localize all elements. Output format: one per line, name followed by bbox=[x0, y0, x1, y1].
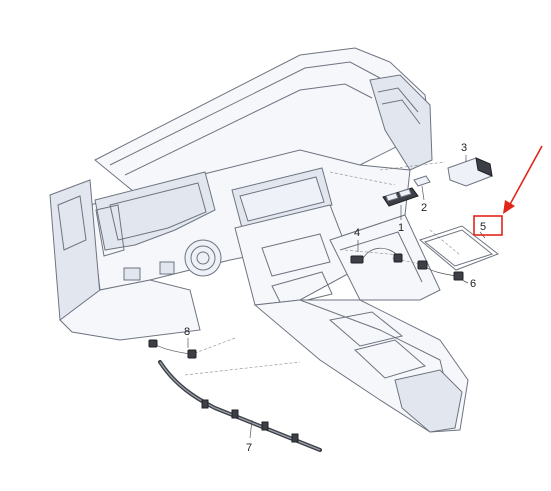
part-2-bracket[interactable] bbox=[413, 175, 431, 201]
callout-4: 4 bbox=[354, 227, 360, 239]
callout-3: 3 bbox=[461, 142, 467, 154]
callout-1: 1 bbox=[398, 222, 404, 234]
callout-2: 2 bbox=[421, 202, 427, 214]
red-pointer-arrow bbox=[503, 145, 543, 214]
callout-6: 6 bbox=[470, 278, 476, 290]
part-8-short-lead[interactable] bbox=[148, 338, 197, 359]
exploded-guide-lines bbox=[184, 161, 461, 376]
part-5-highlight-box bbox=[473, 215, 503, 236]
callout-7: 7 bbox=[246, 442, 252, 454]
part-7-light-strip[interactable] bbox=[158, 360, 322, 452]
part-5-mounting-frame[interactable] bbox=[418, 225, 500, 271]
dashboard-assembly bbox=[49, 47, 469, 433]
callout-8: 8 bbox=[184, 326, 190, 338]
part-6-connector-lead[interactable] bbox=[417, 260, 469, 284]
part-1-switch-strip[interactable] bbox=[382, 187, 419, 220]
part-4-wiring-harness[interactable] bbox=[350, 240, 403, 264]
part-3-sensor-module[interactable] bbox=[447, 155, 493, 187]
callout-5: 5 bbox=[480, 221, 486, 233]
